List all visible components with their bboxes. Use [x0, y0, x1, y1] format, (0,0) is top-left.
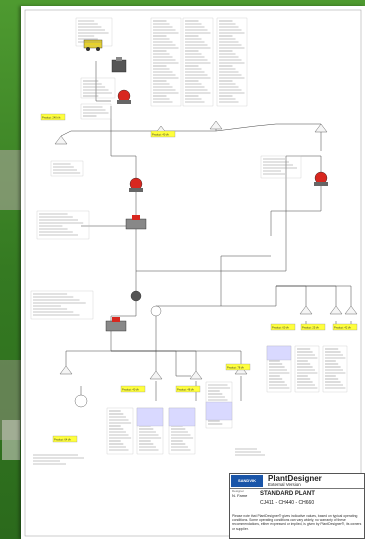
- product-tag-box: [52, 435, 78, 443]
- product-tag-box: [120, 385, 146, 393]
- product-tag: Product: 48 t/h: [175, 385, 201, 393]
- output-tables: [136, 345, 292, 427]
- product-tag-label: Product: 42 t/h: [334, 325, 351, 329]
- product-tag: Product: 25 t/h: [300, 323, 326, 331]
- jaw-crusher-icon: [111, 57, 127, 73]
- product-tag-box: [270, 323, 296, 331]
- product-tag-label: Product: 240 t/h: [42, 115, 61, 119]
- product-tag-box: [300, 323, 326, 331]
- product-tag-label: Product: 25 t/h: [302, 325, 319, 329]
- crusher-icon: [130, 290, 142, 302]
- product-name: PlantDesigner: [268, 474, 322, 483]
- junction-icons: [74, 305, 162, 408]
- stockpile-icons: [54, 120, 358, 380]
- product-tag-label: Product: 78 t/h: [227, 365, 244, 369]
- screen-icon: [105, 317, 127, 332]
- product-tag-box: [150, 130, 176, 138]
- product-tag-box: [40, 113, 66, 121]
- designer-name: N. Fame: [232, 493, 248, 498]
- product-tag-label: Product: 64 t/h: [54, 437, 71, 441]
- crusher-icon: [129, 177, 143, 192]
- product-tag-label: Product: 60 t/h: [272, 325, 289, 329]
- table-text-lines: [33, 20, 346, 465]
- designer-label: Designer: [232, 489, 245, 493]
- cone-crusher-icon: [117, 89, 131, 104]
- product-tag-box: [225, 363, 251, 371]
- product-tag-box: [332, 323, 358, 331]
- data-tables: [30, 17, 348, 465]
- product-tag: Product: 42 t/h: [332, 323, 358, 331]
- product-tag-label: Product: 40 t/h: [152, 132, 169, 136]
- flow-lines: [60, 61, 352, 401]
- title-block-header: SANDVIK PlantDesigner External Version: [230, 474, 364, 489]
- plant-code: CJ411 - CH440 - CH660: [260, 500, 315, 506]
- product-tag: Product: 40 t/h: [120, 385, 146, 393]
- product-tag: Product: 240 t/h: [40, 113, 66, 121]
- product-tag-label: Product: 40 t/h: [122, 387, 139, 391]
- product-tag-label: Product: 48 t/h: [177, 387, 194, 391]
- crusher-icon: [314, 171, 328, 186]
- feeder-icon: [83, 39, 103, 51]
- product-tag: Product: 64 t/h: [52, 435, 78, 443]
- product-tag-box: [175, 385, 201, 393]
- product-tag: Product: 78 t/h: [225, 363, 251, 371]
- product-tag: Product: 60 t/h: [270, 323, 296, 331]
- brand-logo: SANDVIK: [231, 475, 263, 487]
- disclaimer-text: Please note that PlantDesigner® gives in…: [232, 514, 362, 531]
- screen-icon: [125, 215, 147, 230]
- plant-title: STANDARD PLANT: [260, 491, 315, 497]
- product-tag: Product: 40 t/h: [150, 130, 176, 138]
- title-block: SANDVIK PlantDesigner External Version D…: [229, 473, 365, 539]
- product-version: External Version: [268, 482, 301, 487]
- equipment-symbols: [54, 39, 358, 408]
